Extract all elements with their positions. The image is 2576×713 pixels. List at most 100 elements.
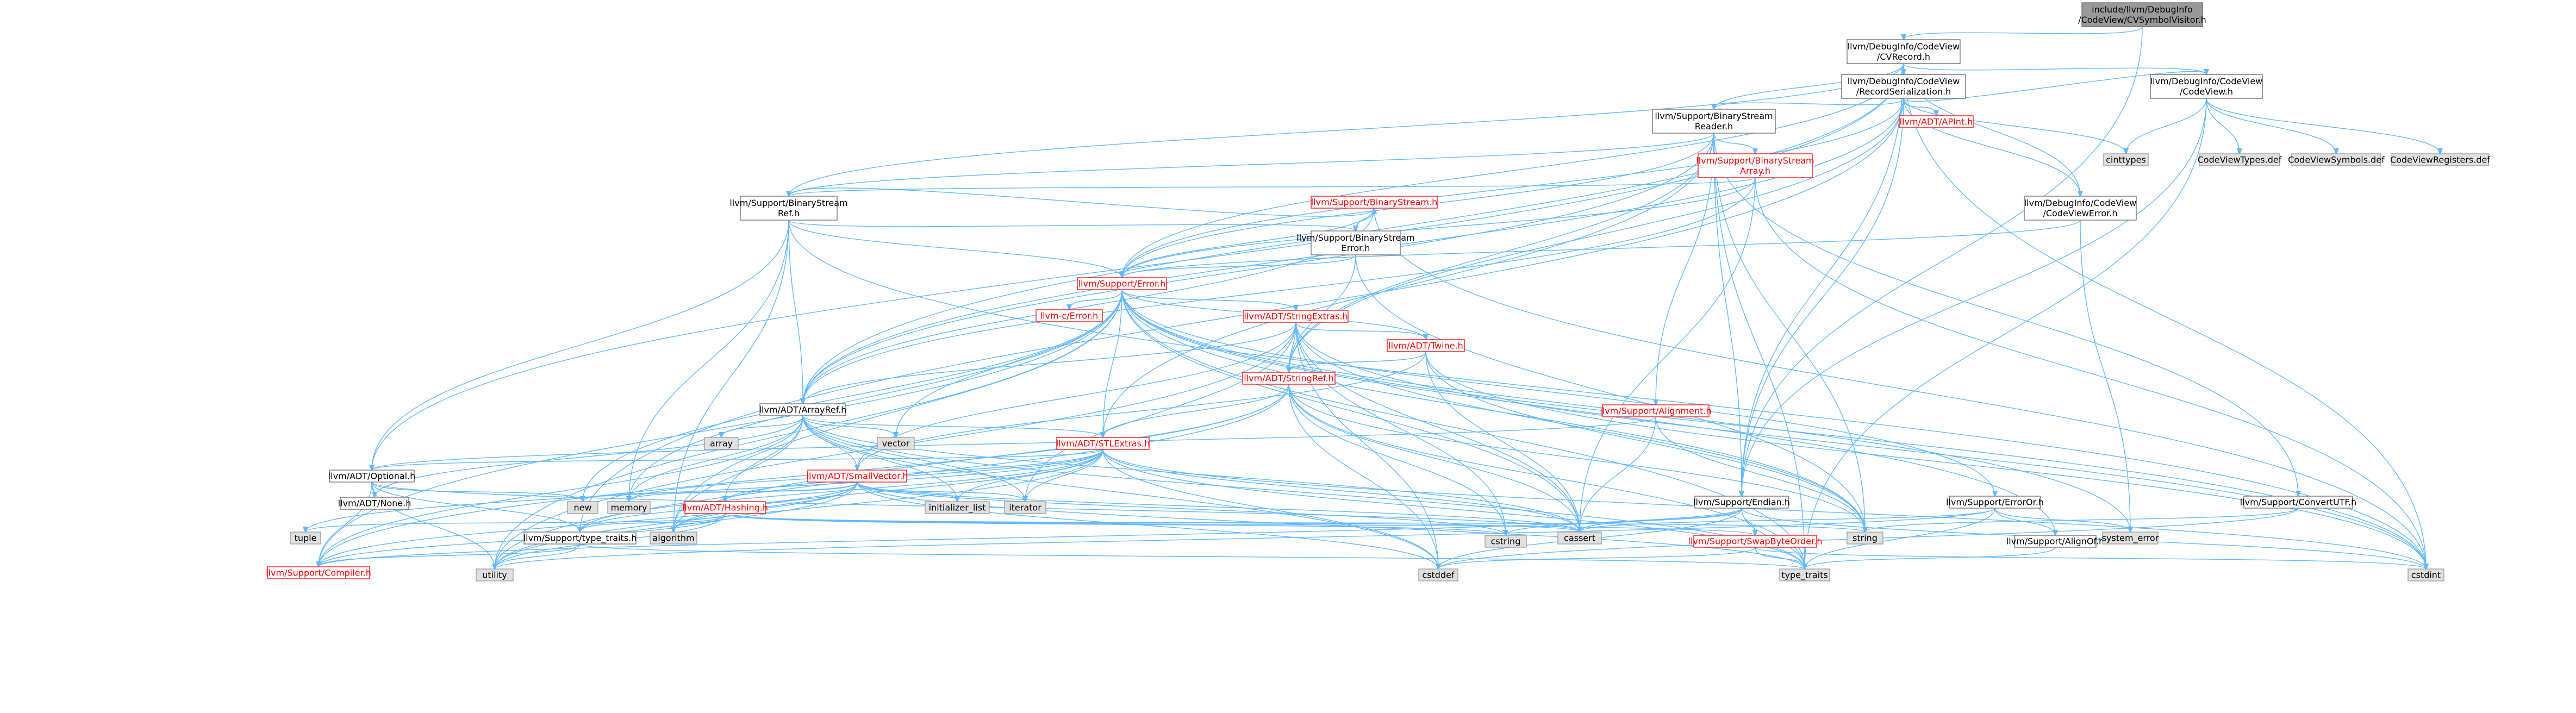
edge-twine-to-string <box>1425 351 1865 532</box>
node-root[interactable]: include/llvm/DebugInfo/CodeView/CVSymbol… <box>2078 2 2206 27</box>
edge-hashing-to-tuple <box>305 513 726 532</box>
dependency-edges <box>305 26 2440 569</box>
node-apint[interactable]: llvm/ADT/APInt.h <box>1899 115 1974 128</box>
edge-codeview-to-cinttypes <box>2126 98 2207 154</box>
node-label: llvm/Support/Alignment.h <box>1600 406 1711 416</box>
node-label: /RecordSerialization.h <box>1856 86 1951 97</box>
node-box <box>2102 531 2159 545</box>
node-recser[interactable]: llvm/DebugInfo/CodeView/RecordSerializat… <box>1841 74 1966 99</box>
edge-error-to-strextras <box>1121 289 1296 310</box>
node-strextras[interactable]: llvm/ADT/StringExtras.h <box>1243 310 1349 323</box>
node-compiler[interactable]: llvm/Support/Compiler.h <box>266 566 371 579</box>
edge-arrayref-to-stlextras <box>802 415 1103 437</box>
node-box <box>1418 568 1458 581</box>
node-box <box>329 470 415 483</box>
node-convutf[interactable]: llvm/Support/ConvertUTF.h <box>2240 496 2357 509</box>
node-cvsymbols: CodeViewSymbols.def <box>2288 153 2385 166</box>
node-none[interactable]: llvm/ADT/None.h <box>338 497 411 510</box>
edge-bsarray-to-arrayref <box>803 177 1756 404</box>
node-box <box>1077 277 1167 290</box>
edge-arrayref-to-array <box>721 415 803 437</box>
node-label: CodeViewSymbols.def <box>2288 155 2385 165</box>
node-arrayref[interactable]: llvm/ADT/ArrayRef.h <box>759 403 847 416</box>
edge-stlextras-to-utility <box>495 449 1103 569</box>
edge-optional-to-typetraitsh <box>371 481 580 532</box>
node-label: algorithm <box>652 533 694 543</box>
node-endian[interactable]: llvm/Support/Endian.h <box>1693 496 1790 509</box>
edge-bsreader-to-stlextras <box>1103 133 1714 437</box>
node-box <box>877 437 915 450</box>
node-cverror[interactable]: llvm/DebugInfo/CodeView/CodeViewError.h <box>2024 196 2137 221</box>
node-bstream[interactable]: llvm/Support/BinaryStream.h <box>1311 196 1438 209</box>
node-memory: memory <box>607 501 651 514</box>
node-cinttypes: cinttypes <box>2103 153 2149 166</box>
edge-bsarray-to-cstdint <box>1755 177 2426 569</box>
node-optional[interactable]: llvm/ADT/Optional.h <box>328 470 416 483</box>
edge-bsref-to-memory <box>629 220 789 502</box>
node-box <box>684 501 766 514</box>
node-box <box>290 531 321 545</box>
node-smallvector[interactable]: llvm/ADT/SmallVector.h <box>807 470 908 483</box>
node-box <box>1949 496 2041 509</box>
edge-smallvector-to-compiler <box>319 481 858 567</box>
edge-cverror-to-error <box>1122 220 2081 278</box>
edge-erroror-to-cassert <box>1580 508 1995 532</box>
edge-error-to-stlextras <box>1103 289 1122 437</box>
node-codeview[interactable]: llvm/DebugInfo/CodeView/CodeView.h <box>2150 74 2263 99</box>
node-label: /CodeViewError.h <box>2043 208 2117 218</box>
node-label: utility <box>482 570 507 580</box>
node-cerror[interactable]: llvm-c/Error.h <box>1036 309 1103 322</box>
edge-smallvector-to-new <box>583 481 858 502</box>
edge-convutf-to-string <box>1865 508 2299 532</box>
node-label: tuple <box>295 533 317 543</box>
node-stringref[interactable]: llvm/ADT/StringRef.h <box>1242 372 1336 385</box>
node-twine[interactable]: llvm/ADT/Twine.h <box>1387 339 1465 352</box>
node-label: llvm/Support/BinaryStream <box>1655 111 1773 121</box>
edge-cvrecord-to-codeview <box>1903 63 2206 74</box>
node-erroror[interactable]: llvm/Support/ErrorOr.h <box>1946 496 2044 509</box>
edge-root-to-cvrecord <box>1904 26 2143 40</box>
edge-codeview-to-typetraits <box>1805 98 2207 569</box>
edge-error-to-typetraits <box>1121 289 1805 569</box>
node-label: llvm/Support/BinaryStream <box>1296 233 1414 243</box>
node-label: llvm/DebugInfo/CodeView <box>2024 198 2137 208</box>
edge-recser-to-bsreader <box>1714 98 1904 109</box>
node-typetraitsh[interactable]: llvm/Support/type_traits.h <box>523 531 637 545</box>
node-label: llvm/ADT/SmallVector.h <box>807 471 908 481</box>
edge-cvrecord-to-optional <box>372 63 1904 470</box>
node-hashing[interactable]: llvm/ADT/Hashing.h <box>682 501 768 514</box>
edge-bsreader-to-endian <box>1713 133 1742 496</box>
node-swapbyte[interactable]: llvm/Support/SwapByteOrder.h <box>1688 535 1823 548</box>
node-box <box>807 470 907 483</box>
node-label: cinttypes <box>2106 155 2146 165</box>
node-box <box>2291 153 2381 166</box>
node-iterator: iterator <box>1004 501 1046 514</box>
node-label: CodeViewRegisters.def <box>2390 155 2490 165</box>
node-alignment[interactable]: llvm/Support/Alignment.h <box>1600 404 1712 417</box>
node-label: llvm/ADT/Optional.h <box>328 471 416 481</box>
node-label: llvm/Support/AlignOf.h <box>2006 536 2104 547</box>
node-box <box>1693 535 1817 548</box>
node-label: vector <box>882 439 910 449</box>
edge-strextras-to-cstdint <box>1295 322 2426 569</box>
node-box <box>1485 535 1527 548</box>
node-array: array <box>704 437 739 450</box>
node-label: new <box>573 503 591 513</box>
node-label: llvm/Support/Endian.h <box>1693 497 1790 508</box>
edge-hashing-to-compiler <box>319 513 726 567</box>
node-cvrecord[interactable]: llvm/DebugInfo/CodeView/CVRecord.h <box>1847 39 1961 64</box>
node-label: CodeViewTypes.def <box>2198 155 2282 165</box>
node-stlextras[interactable]: llvm/ADT/STLExtras.h <box>1056 437 1150 450</box>
edge-bsarray-to-cassert <box>1580 177 1756 532</box>
node-alignof[interactable]: llvm/Support/AlignOf.h <box>2006 535 2104 548</box>
node-label: llvm/ADT/StringRef.h <box>1244 373 1333 384</box>
node-box <box>740 196 838 221</box>
edge-error-to-vector <box>896 289 1122 437</box>
node-syserror: system_error <box>2102 531 2159 545</box>
node-error[interactable]: llvm/Support/Error.h <box>1077 277 1167 290</box>
node-label: Array.h <box>1740 166 1770 176</box>
